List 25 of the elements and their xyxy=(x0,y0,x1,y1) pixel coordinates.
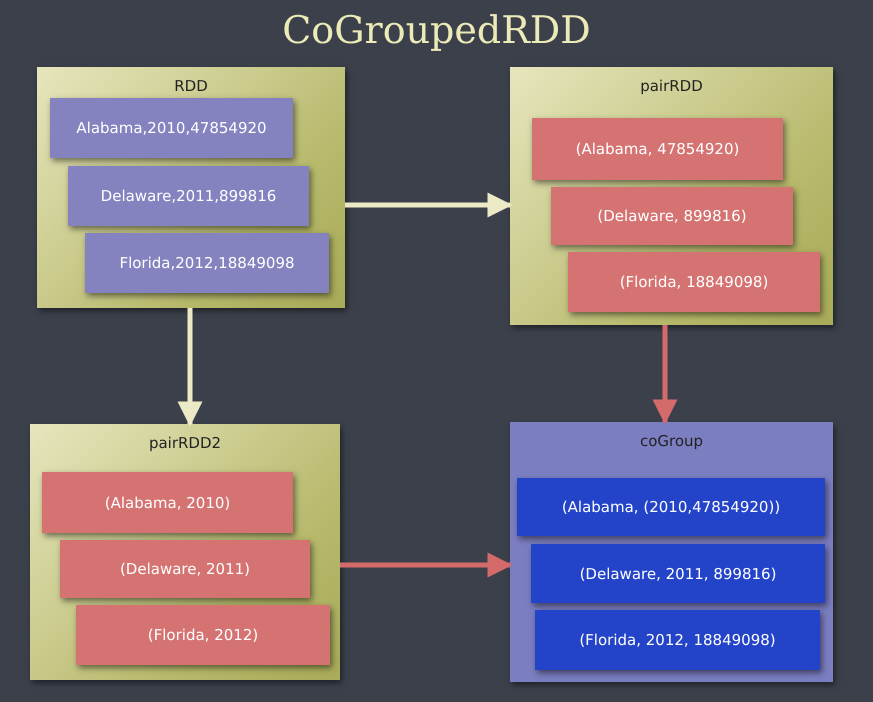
group-box xyxy=(510,67,833,325)
group-box xyxy=(510,422,833,682)
group-heading: RDD xyxy=(174,77,208,95)
record-box: (Florida, 18849098) xyxy=(568,252,820,312)
record-box: Alabama,2010,47854920 xyxy=(50,98,293,158)
group-heading: pairRDD2 xyxy=(148,434,222,452)
record-box: Delaware,2011,899816 xyxy=(68,166,309,226)
group-heading: coGroup xyxy=(640,432,704,450)
group-box xyxy=(30,424,340,680)
record-box: (Florida, 2012) xyxy=(76,605,330,665)
arrow xyxy=(178,308,202,426)
group-heading: pairRDD xyxy=(640,77,703,95)
arrow xyxy=(652,325,678,424)
record-box: Florida,2012,18849098 xyxy=(85,233,329,293)
group-box xyxy=(37,67,345,308)
record-box: (Delaware, 899816) xyxy=(551,187,793,245)
arrow xyxy=(340,552,512,578)
arrow xyxy=(345,192,512,218)
title: CoGroupedRDD xyxy=(281,8,592,52)
record-box: (Alabama, 2010) xyxy=(42,472,293,533)
record-box: (Alabama, 47854920) xyxy=(532,118,783,180)
record-box: (Florida, 2012, 18849098) xyxy=(535,610,820,670)
record-box: (Alabama, (2010,47854920)) xyxy=(517,478,825,536)
record-box: (Delaware, 2011, 899816) xyxy=(531,544,825,603)
record-box: (Delaware, 2011) xyxy=(60,540,310,598)
